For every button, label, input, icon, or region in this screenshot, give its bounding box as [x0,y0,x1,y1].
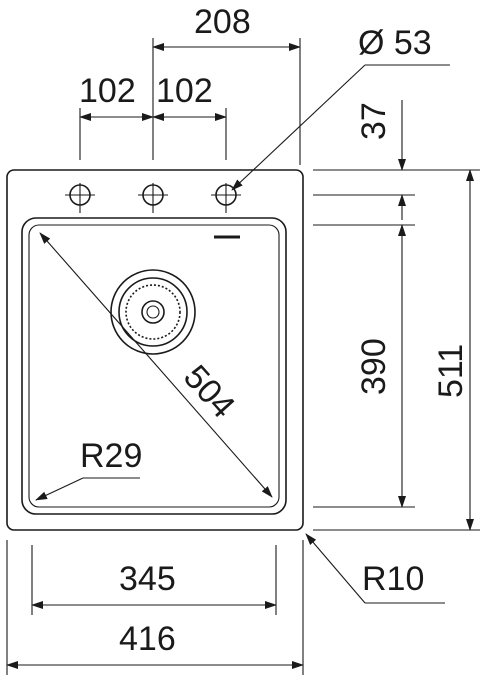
bowl-inner-outline [28,224,280,508]
diagonal-504-label: 504 [176,358,242,426]
dim-208-label: 208 [194,3,251,41]
hole-diameter-arrow [231,64,366,191]
tap-hole-center [138,183,168,213]
bowl-outer-outline [21,217,287,515]
radius-r29-arrow [35,477,84,501]
sink-outer-outline [6,169,304,531]
tap-hole-right [211,183,241,213]
dim-416-label: 416 [119,620,176,658]
tap-hole-left [65,183,95,213]
diagonal-504-line [39,232,273,498]
radius-r29-label: R29 [80,437,142,475]
dim-102-right-label: 102 [156,72,213,110]
dim-511-label: 511 [432,344,470,398]
radius-r10-label: R10 [362,560,424,598]
radius-r10-arrow [305,533,366,604]
dim-345-label: 345 [119,560,176,598]
drain [110,269,196,355]
dim-37-label: 37 [355,102,393,140]
dim-102-left-label: 102 [79,72,136,110]
dim-390-label: 390 [355,338,393,395]
hole-diameter-label: Ø 53 [358,24,432,62]
